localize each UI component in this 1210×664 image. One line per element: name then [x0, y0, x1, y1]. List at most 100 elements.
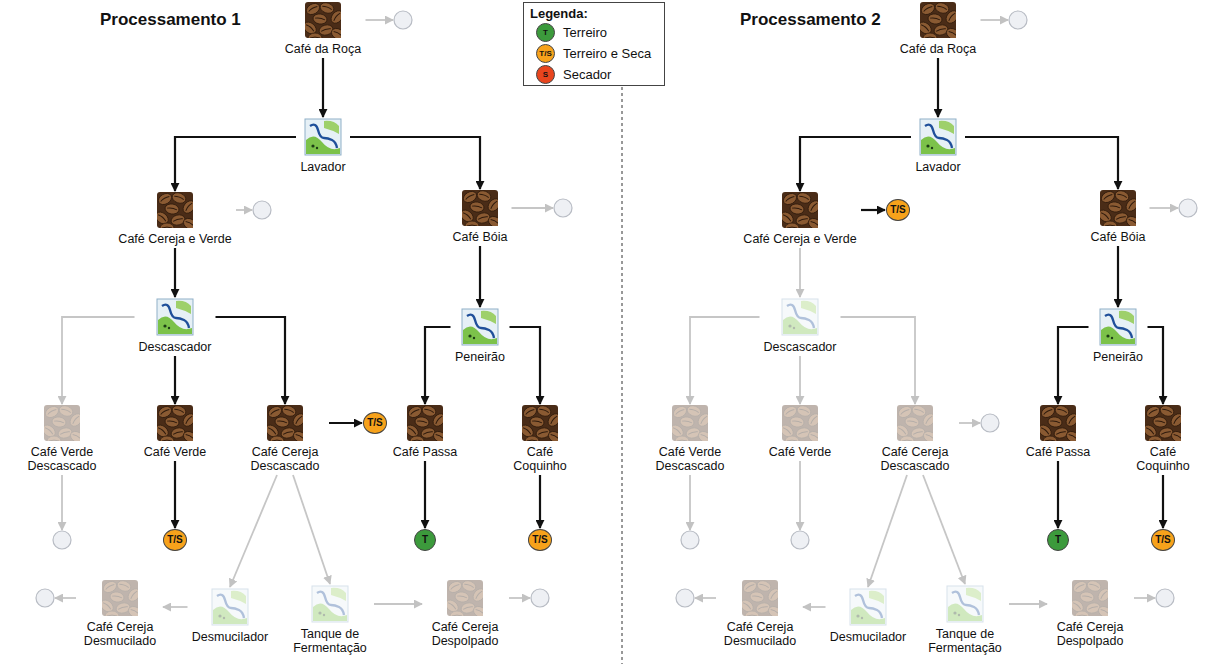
drying-method-dot: T/S — [528, 529, 552, 551]
end-circle — [554, 199, 572, 217]
coffee-beans-photo — [44, 405, 80, 441]
node-label: Café Coquinho — [1128, 445, 1198, 473]
machine-node: Lavador — [298, 118, 348, 174]
end-circle — [681, 531, 699, 549]
legend-letter: S — [543, 70, 548, 79]
node-label: Café da Roça — [285, 42, 361, 56]
node-label: Lavador — [915, 160, 960, 174]
flow-arrow — [1058, 327, 1089, 404]
coffee-node: Café Cereja Despolpado — [423, 580, 507, 648]
flow-arrow — [174, 248, 176, 297]
end-circle — [981, 414, 999, 432]
output-arrow — [689, 475, 691, 530]
output-arrow — [799, 461, 801, 530]
coffee-node: Café Cereja Despolpado — [1048, 580, 1132, 648]
legend-text: Terreiro — [563, 25, 607, 40]
coffee-node: Café Verde Descascado — [23, 405, 102, 473]
node-label: T/S — [167, 534, 183, 546]
coffee-beans-photo — [102, 580, 138, 616]
flow-arrow — [803, 606, 826, 608]
coffee-node: Café Bóia — [451, 190, 510, 244]
flow-arrow — [374, 603, 422, 605]
machine-node: Tanque de Fermentação — [288, 585, 372, 655]
flow-arrow — [425, 327, 451, 404]
end-circle — [791, 531, 809, 549]
node-label: Café Cereja Despolpado — [425, 620, 505, 648]
flow-arrow — [479, 246, 481, 307]
coffee-node: Café da Roça — [898, 2, 979, 56]
flow-arrow — [175, 137, 296, 191]
coffee-node: Café Passa — [391, 405, 460, 459]
node-label: Tanque de Fermentação — [925, 627, 1005, 655]
coffee-node: Café Cereja e Verde — [116, 192, 234, 246]
end-circle — [676, 589, 694, 607]
node-label: Café Bóia — [1091, 230, 1146, 244]
legend-title: Legenda: — [530, 6, 658, 22]
legend-letter: T — [543, 28, 548, 37]
node-label: Café Verde Descascado — [25, 445, 100, 473]
coffee-node: Café Verde — [142, 405, 209, 459]
output-arrow — [981, 19, 1009, 21]
flow-arrow — [1117, 246, 1119, 307]
node-label: Café Verde — [769, 445, 832, 459]
legend-row: SSecador — [530, 64, 658, 85]
output-arrow — [236, 209, 252, 211]
legend-row: T/STerreiro e Seca — [530, 43, 658, 64]
coffee-node: Café Verde — [767, 405, 834, 459]
flow-arrow — [62, 317, 135, 404]
node-label: T/S — [890, 204, 906, 216]
machine-node: Peneirão — [1091, 308, 1146, 364]
machine-node: Desmucilador — [190, 588, 271, 644]
output-arrow — [61, 475, 63, 530]
flow-arrow — [329, 422, 362, 424]
node-label: Café Cereja e Verde — [743, 232, 856, 246]
machine-node: Tanque de Fermentação — [923, 585, 1007, 655]
flow-arrow — [230, 475, 277, 587]
legend-swatch: S — [536, 65, 555, 84]
machine-icon — [211, 588, 249, 626]
legend-swatch: T/S — [536, 44, 555, 63]
output-arrow — [1150, 207, 1179, 209]
coffee-beans-photo — [1040, 405, 1076, 441]
flow-arrow — [174, 461, 176, 528]
coffee-beans-photo — [920, 2, 956, 38]
flow-arrow — [799, 356, 801, 404]
machine-icon — [946, 585, 984, 623]
node-label: Café Cereja Despolpado — [1050, 620, 1130, 648]
end-circle — [1009, 11, 1027, 29]
end-circle — [531, 589, 549, 607]
coffee-node: Café Verde Descascado — [651, 405, 730, 473]
node-label: Café Cereja Descascado — [245, 445, 325, 473]
coffee-beans-photo — [782, 192, 818, 228]
flow-arrow — [923, 475, 965, 584]
output-arrow — [1134, 597, 1155, 599]
flow-arrow — [216, 317, 286, 404]
node-label: T/S — [1155, 534, 1171, 546]
machine-node: Desmucilador — [828, 588, 909, 644]
coffee-beans-photo — [522, 405, 558, 441]
drying-method-dot: T/S — [363, 412, 387, 434]
panel-title: Processamento 1 — [100, 10, 241, 30]
machine-node: Descascador — [137, 298, 214, 354]
drying-method-dot: T/S — [886, 199, 910, 221]
node-label: Café Cereja e Verde — [118, 232, 231, 246]
machine-icon — [304, 118, 342, 156]
coffee-node: Café Cereja Desmucilado — [78, 580, 162, 648]
node-label: Café Passa — [393, 445, 458, 459]
drying-method-dot: T/S — [163, 529, 187, 551]
end-circle — [53, 531, 71, 549]
node-label: Tanque de Fermentação — [290, 627, 370, 655]
flow-arrow — [350, 137, 480, 189]
node-label: Descascador — [139, 340, 212, 354]
coffee-beans-photo — [407, 405, 443, 441]
end-circle — [1156, 589, 1174, 607]
end-circles — [36, 11, 1197, 607]
node-label: Café Coquinho — [505, 445, 575, 473]
node-label: Café Cereja Desmucilado — [80, 620, 160, 648]
flow-arrow — [690, 317, 760, 404]
flow-arrow — [799, 248, 801, 297]
node-label: T — [1055, 534, 1061, 546]
node-label: Café Bóia — [453, 230, 508, 244]
flow-arrow — [841, 317, 916, 404]
coffee-node: Café Coquinho — [1126, 405, 1200, 473]
